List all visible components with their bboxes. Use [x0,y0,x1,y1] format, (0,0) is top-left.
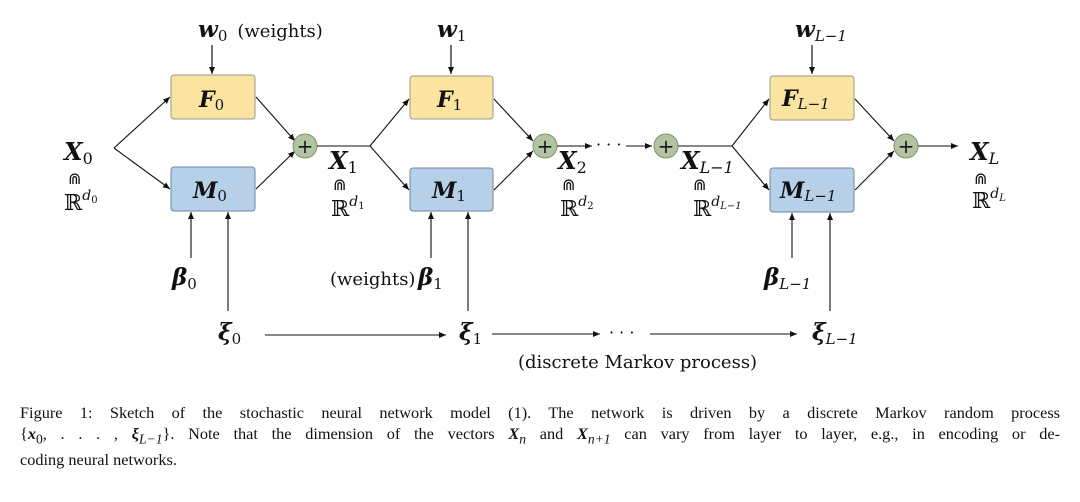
m-box-1 [409,167,494,212]
arrow-m1-to-sum [493,150,534,191]
f-label-0: F0 [198,87,224,114]
plus-icon: + [658,134,675,158]
subset-icon: ⋒ [974,169,987,188]
layer-block-l-1: wL−1 FL−1 ML−1 βL−1 [731,16,895,311]
m-label-l-1: ML−1 [779,178,836,205]
svg-text:XL: XL [968,137,999,168]
caption-line-1: Figure 1: Sketch of the stochastic neura… [20,403,1060,422]
space-r-dl: ℝdL [972,186,1006,214]
arrow-m0-to-sum [255,150,296,190]
svg-text:XL−1: XL−1 [679,146,734,177]
weight-label-w1: w1 [437,16,466,45]
f-label-l-1: FL−1 [781,86,830,113]
m-label-0: M0 [192,178,227,205]
markov-chain: ξ0 ξ1 · · · ξL−1 (discrete Markov proces… [218,319,858,373]
m-box-0 [170,166,256,212]
subset-icon: ⋒ [333,175,346,194]
sum-node-1: + [532,133,558,159]
beta-label-l-1: βL−1 [763,264,811,293]
arrow-x0-to-m0 [113,147,171,190]
arrow-xl-to-ml [731,145,770,191]
space-r-d1: ℝd1 [331,194,365,222]
beta-note-1: (weights) [330,269,415,290]
arrow-f0-to-sum [255,96,296,142]
arrow-ml-to-sum [854,150,895,191]
arrow-fl-to-sum [854,98,895,142]
layer-block-0: w0(weights) F0 M0 β0 [113,16,323,311]
plus-icon: + [898,134,915,158]
var-xl: XL ⋒ ℝdL [968,137,1006,214]
space-r-dl-1: ℝdL−1 [693,194,742,222]
space-r-d2: ℝd2 [560,194,594,222]
plus-icon: + [297,134,314,158]
weight-label-w0: w0(weights) [198,16,323,45]
beta-label-0: β0 [171,264,197,293]
subset-icon: ⋒ [693,175,706,194]
f-box-l-1 [769,75,855,121]
network-diagram: w0(weights) F0 M0 β0 + w1 F1 M1 [62,16,1006,373]
space-r-d0: ℝd0 [64,188,98,216]
f-box-0 [170,74,256,120]
caption-line-3: coding neural networks. [20,450,177,470]
subset-icon: ⋒ [562,175,575,194]
sum-node-l: + [893,133,919,159]
var-x1: X1 ⋒ ℝd1 [327,146,365,222]
arrow-x1-to-m1 [369,145,410,191]
weight-label-wl-1: wL−1 [795,16,847,45]
sum-node-0: + [292,133,318,159]
arrow-f1-to-sum [493,98,534,142]
m-box-l-1 [769,167,855,213]
xi-label-1: ξ1 [459,319,482,348]
var-x2: X2 ⋒ ℝd2 [556,146,594,222]
var-xl-1: XL−1 ⋒ ℝdL−1 [679,146,742,222]
xi-label-l-1: ξL−1 [812,319,858,348]
layer-block-1: w1 F1 M1 (weights) β1 [330,16,534,311]
subset-icon: ⋒ [68,169,81,188]
ellipsis-top: · · · [596,135,621,154]
ellipsis-bottom: · · · [609,323,634,342]
caption-line-2: {x0, . . . , ξL−1}. Note that the dimens… [20,424,1060,447]
markov-process-label: (discrete Markov process) [518,352,757,373]
f-label-1: F1 [436,87,462,114]
f-box-1 [409,75,494,120]
figure-caption: Figure 1: Sketch of the stochastic neura… [20,402,1060,470]
svg-text:X1: X1 [327,146,358,177]
arrow-x1-to-f1 [369,98,410,147]
xi-label-0: ξ0 [218,319,241,348]
sum-node-2: + [653,133,679,159]
plus-icon: + [537,134,554,158]
svg-text:X0: X0 [62,137,93,168]
beta-label-1: β1 [417,264,443,293]
m-label-1: M1 [431,178,466,205]
var-x0: X0 ⋒ ℝd0 [62,137,98,216]
arrow-xl-to-fl [731,98,770,147]
arrow-x0-to-f0 [113,96,171,149]
svg-text:X2: X2 [556,146,587,177]
